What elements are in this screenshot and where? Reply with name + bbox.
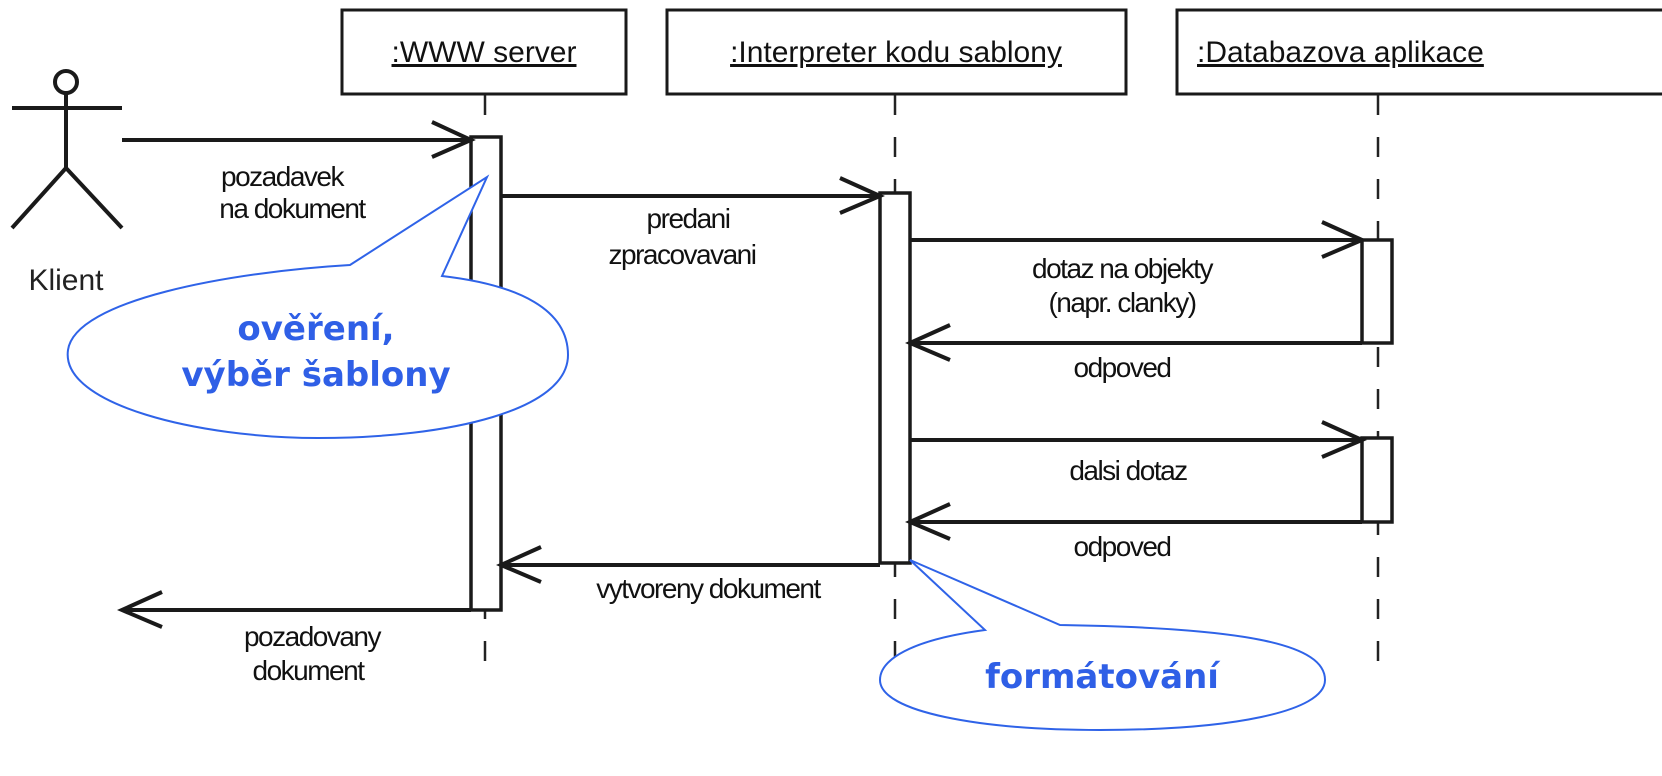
message-reply2-label: odpoved: [1074, 531, 1171, 562]
message-query2-arrow: [910, 420, 1367, 459]
message-query-label-2: (napr. clanky): [1048, 287, 1195, 318]
message-handover-label-1: predani: [647, 203, 730, 234]
participant-interpreter: :Interpreter kodu sablony: [665, 8, 1128, 96]
message-request-label-2: na dokument: [219, 193, 366, 224]
message-handover-label-2: zpracovavani: [609, 239, 756, 270]
message-created-doc-arrow: [496, 545, 880, 584]
callout-server-text-2: výběr šablony: [181, 355, 450, 395]
callout-server-text-1: ověření,: [237, 309, 394, 349]
participant-interpreter-label: :Interpreter kodu sablony: [730, 36, 1062, 69]
message-result-label-1: pozadovany: [244, 621, 382, 652]
participant-www-server: :WWW server: [340, 8, 628, 96]
callout-interpreter-text: formátování: [985, 657, 1221, 697]
callout-server-bubble: [66, 174, 570, 440]
message-reply1-arrow: [905, 323, 1362, 362]
participant-www-server-label: :WWW server: [392, 36, 577, 69]
message-query-label-1: dotaz na objekty: [1032, 253, 1213, 284]
message-reply2-arrow: [905, 502, 1362, 541]
message-handover-arrow: [501, 176, 885, 215]
actor-icon: [10, 69, 124, 230]
activation-database-1: [1360, 238, 1394, 345]
callout-interpreter-bubble: [878, 559, 1327, 732]
message-query2-label: dalsi dotaz: [1069, 455, 1187, 486]
participant-database-label: :Databazova aplikace: [1197, 36, 1484, 69]
actor-label: Klient: [28, 264, 104, 297]
message-request-label-1: pozadavek: [221, 161, 345, 192]
message-reply1-label: odpoved: [1074, 352, 1171, 383]
participant-database: :Databazova aplikace: [1175, 8, 1662, 96]
activation-interpreter: [878, 191, 912, 565]
message-query-arrow: [910, 220, 1367, 259]
message-created-doc-label: vytvoreny dokument: [596, 573, 821, 604]
message-result-arrow: [117, 590, 471, 629]
message-result-label-2: dokument: [253, 655, 366, 686]
message-request-arrow: [122, 120, 476, 159]
activation-database-2: [1360, 436, 1394, 524]
